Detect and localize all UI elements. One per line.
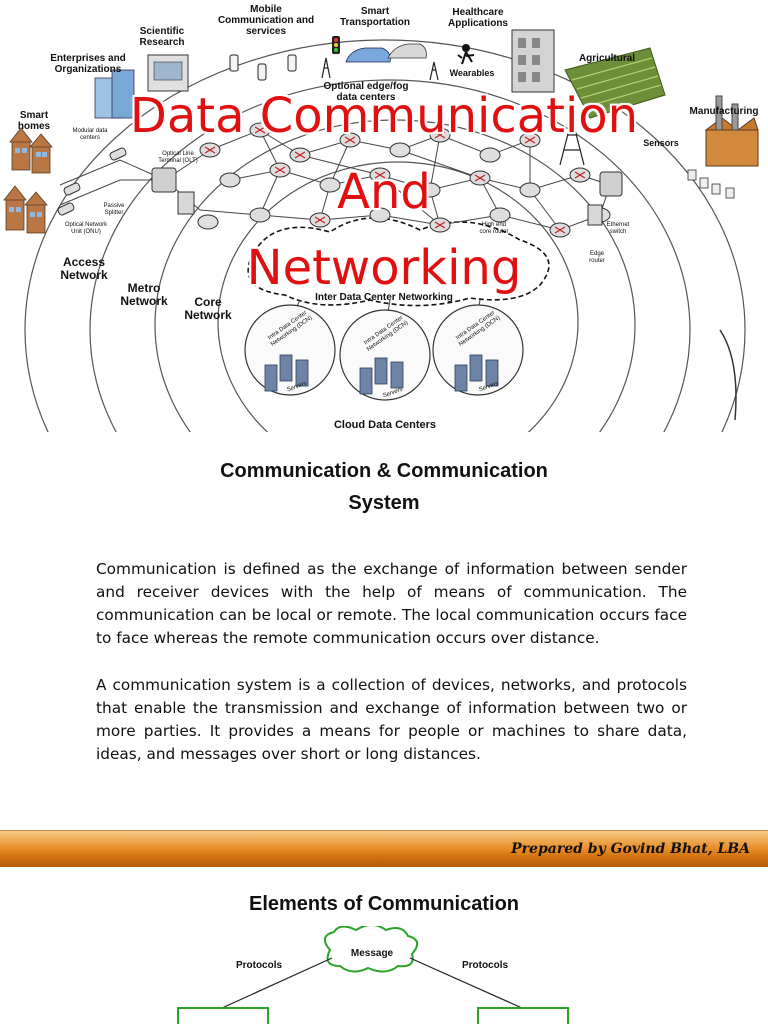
paragraph-communication-system: A communication system is a collection o… (96, 676, 687, 763)
label-wearables: Wearables (449, 68, 495, 78)
footer-banner: Prepared by Govind Bhat, LBA (0, 830, 768, 867)
receiver-box (477, 1007, 569, 1024)
protocols-label-left: Protocols (235, 960, 283, 971)
network-diagram-graphic (3, 29, 759, 432)
label-agricultural: Agricultural (578, 53, 636, 64)
message-cloud-shape (323, 926, 419, 973)
section-title-line-2: System (348, 492, 420, 514)
overlay-title-line-1: Data Communication (129, 88, 639, 144)
section-title-elements: Elements of Communication (248, 893, 520, 915)
label-inter-data-center: Inter Data Center Networking (315, 292, 453, 303)
right-connector-line (409, 957, 523, 1009)
label-manufacturing: Manufacturing (689, 106, 759, 117)
overlay-title-line-3: Networking (246, 240, 522, 296)
label-sensors: Sensors (643, 138, 679, 148)
left-connector-line (221, 957, 333, 1009)
paragraph-communication-definition: Communication is defined as the exchange… (96, 560, 687, 647)
overlay-title-line-2: And (337, 164, 431, 220)
label-cloud-data-centers: Cloud Data Centers (333, 419, 437, 431)
section-title-line-1: Communication & Communication (220, 460, 548, 482)
message-label: Message (350, 948, 394, 959)
credit-text: Prepared by Govind Bhat, LBA (511, 841, 750, 857)
elements-diagram (177, 926, 569, 1024)
protocols-label-right: Protocols (461, 960, 509, 971)
sender-box (177, 1007, 269, 1024)
